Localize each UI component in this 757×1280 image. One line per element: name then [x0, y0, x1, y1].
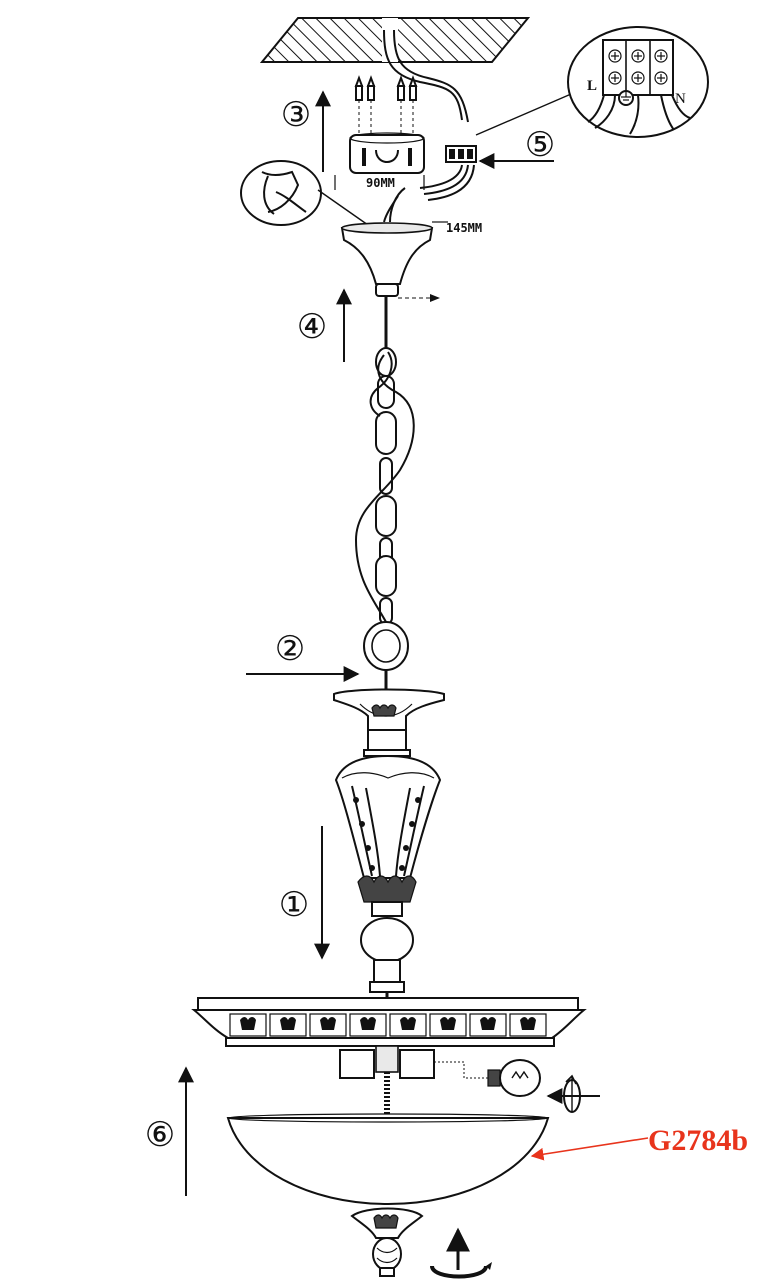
terminal-block [445, 86, 587, 163]
twist-lock-icon [430, 1227, 492, 1279]
mounting-plate [334, 132, 425, 190]
suspension-chain [363, 296, 409, 671]
decorative-vase [334, 754, 442, 1000]
ground-icon [618, 90, 634, 106]
mounting-screws [354, 75, 418, 135]
rotate-icon [563, 1074, 581, 1113]
finial [350, 1207, 424, 1277]
step-6-label: ⑥ [145, 1117, 175, 1154]
terminal-detail [567, 26, 709, 138]
set-screw [398, 294, 440, 302]
step-5-label: ⑤ [525, 127, 555, 164]
terminal-live-label: L [587, 78, 597, 94]
model-code-label: G2784b [648, 1124, 748, 1157]
glass-bowl [226, 1113, 550, 1206]
supply-wires [383, 29, 475, 223]
step-2-label: ② [275, 631, 305, 668]
step-3-label: ③ [281, 97, 311, 134]
plate-width-label: 90MM [366, 176, 395, 190]
wire-hook-detail [240, 160, 379, 233]
bulb-icon [434, 1059, 541, 1097]
model-pointer-arrow [530, 1137, 649, 1161]
crown-ring [191, 997, 587, 1047]
step-4-label: ④ [297, 309, 327, 346]
upper-cup [333, 670, 445, 757]
power-cord [354, 351, 415, 623]
ceiling-canopy [340, 221, 448, 297]
lamp-sockets [339, 1045, 435, 1116]
canopy-width-label: 145MM [446, 221, 482, 235]
terminal-neutral-label: N [675, 91, 686, 107]
step-1-label: ① [279, 887, 309, 924]
